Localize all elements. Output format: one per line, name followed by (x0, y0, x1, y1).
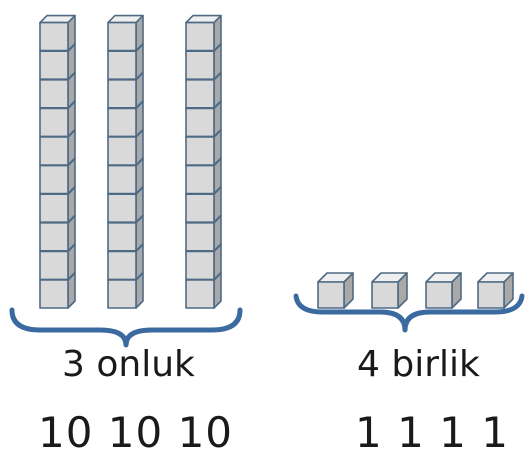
ten-rod (107, 14, 144, 309)
unit-cube (185, 129, 222, 166)
ones-cubes (317, 272, 514, 309)
one-cube (477, 272, 514, 309)
tens-label: 3 onluk (62, 344, 195, 385)
one-cube (425, 272, 462, 309)
unit-cube (185, 14, 222, 52)
tens-brace (9, 307, 243, 348)
ten-rod (39, 14, 76, 309)
unit-cube (39, 14, 76, 52)
unit-cube (185, 72, 222, 109)
tens-rods (39, 14, 222, 309)
tens-values: 10 10 10 (38, 408, 234, 457)
one-cube (371, 272, 408, 309)
ones-values: 1 1 1 1 (355, 408, 509, 457)
unit-cube (107, 14, 144, 52)
ten-rod (185, 14, 222, 309)
ones-brace (293, 293, 525, 333)
ones-label: 4 birlik (357, 344, 480, 385)
one-cube (317, 272, 354, 309)
